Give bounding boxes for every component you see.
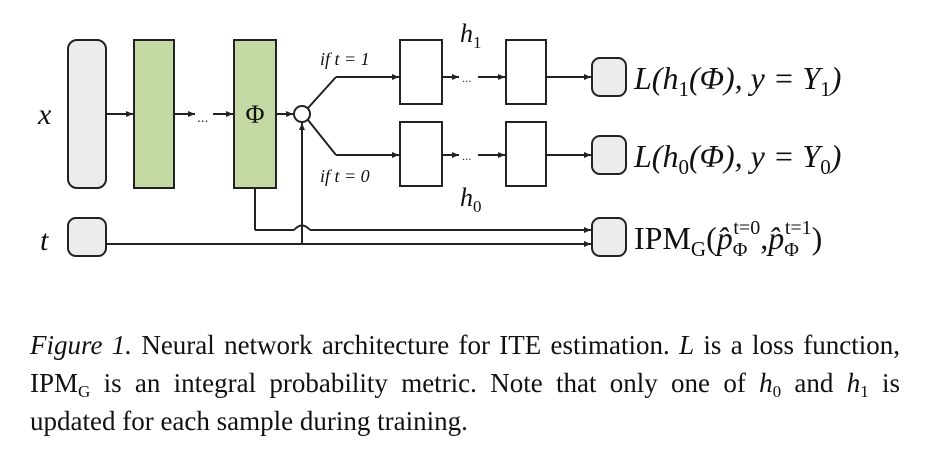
ellipsis-h1: ... <box>462 74 472 85</box>
h1-layer-a <box>399 39 443 105</box>
input-t-label: t <box>40 224 49 257</box>
h1-label: h1 <box>460 19 482 52</box>
ellipsis-1: ... <box>197 111 208 125</box>
phi-label: Φ <box>245 100 264 129</box>
branch-t1-label: if t = 1 <box>320 49 370 69</box>
input-t-block <box>67 217 107 257</box>
h0-layer-b <box>505 121 547 187</box>
input-x-block <box>67 39 107 189</box>
input-x-label: x <box>37 98 52 131</box>
phi-representation-block <box>233 39 277 189</box>
ipm-node <box>591 217 627 257</box>
architecture-diagram: x ... Φ if t = 1 if t = 0 ... h1 ... h0 … <box>37 19 841 261</box>
figure-caption: Figure 1. Neural network architecture fo… <box>30 330 901 436</box>
loss0-node <box>591 135 627 175</box>
ellipsis-h0: ... <box>462 152 472 163</box>
hidden-layer-1 <box>133 39 175 189</box>
split-node <box>293 105 311 123</box>
ipm-label: IPMG(p̂Φt=0,p̂Φt=1) <box>634 217 822 261</box>
branch-t0-label: if t = 0 <box>320 166 370 186</box>
branch-upper-diag <box>307 76 337 109</box>
h0-layer-a <box>399 121 443 187</box>
loss0-label: L(h0(Φ), y = Y0) <box>633 138 841 179</box>
loss1-label: L(h1(Φ), y = Y1) <box>633 60 841 101</box>
h1-layer-b <box>505 39 547 105</box>
h0-label: h0 <box>460 183 482 216</box>
branch-lower-diag <box>307 119 337 156</box>
loss1-node <box>591 57 627 97</box>
